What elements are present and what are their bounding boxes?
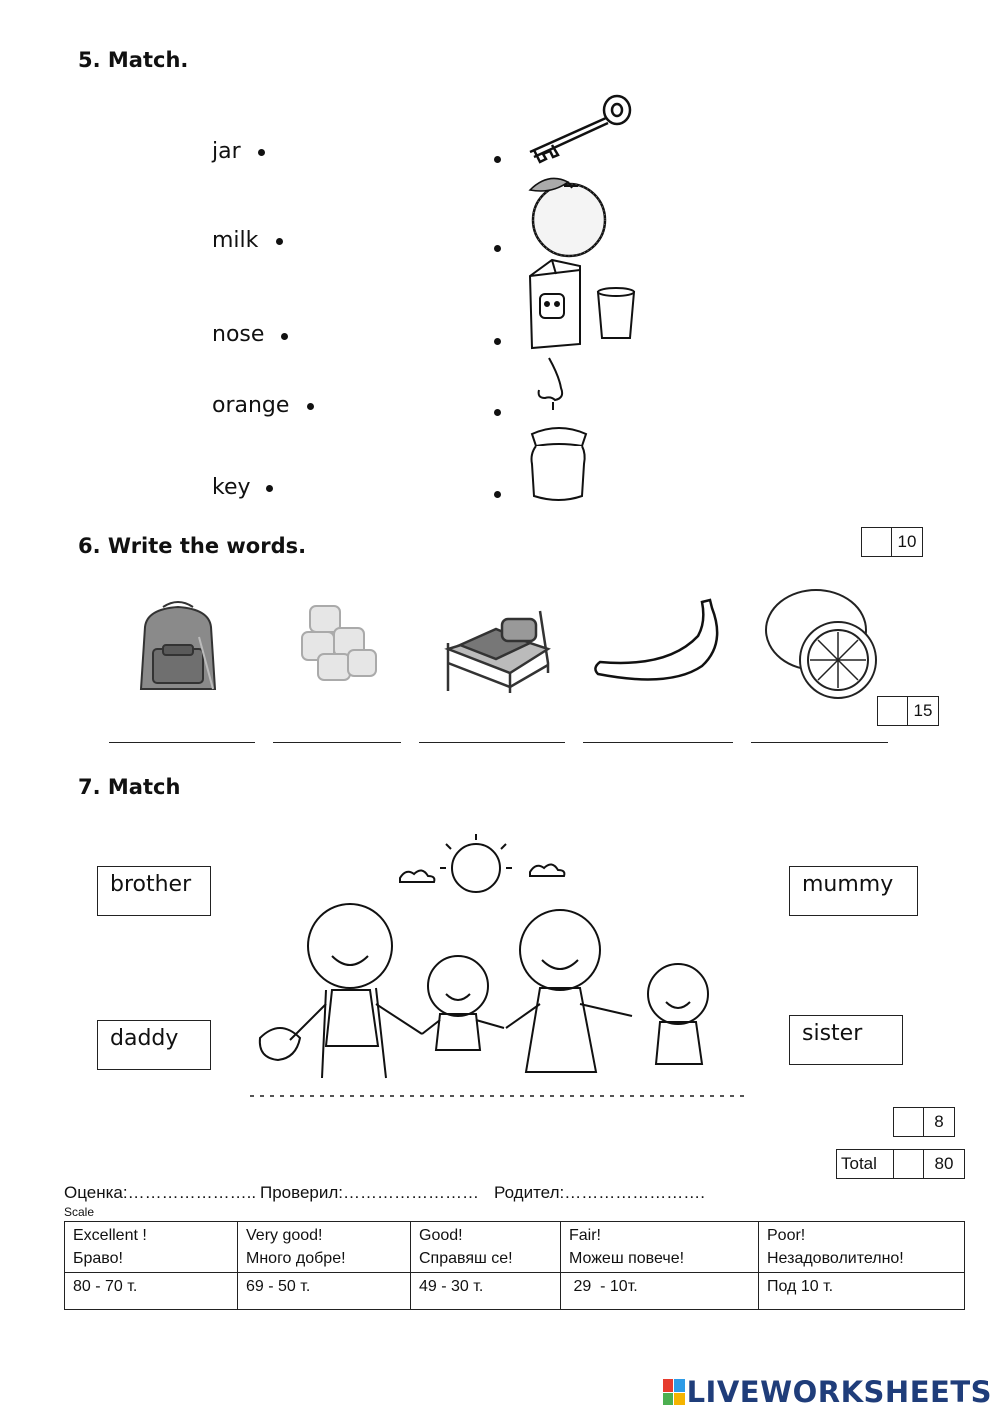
table-row: Excellent ! Браво! Very good! Много добре!…	[64, 1221, 965, 1273]
answer-line[interactable]	[583, 742, 733, 743]
logo-square	[662, 1379, 674, 1392]
scale-en-label: Fair!	[569, 1227, 601, 1244]
milk-picture	[528, 258, 636, 350]
score-box-section6: 15	[877, 696, 939, 726]
scale-label: Scale	[64, 1205, 95, 1219]
answer-line[interactable]	[273, 742, 401, 743]
logo-square	[662, 1392, 674, 1405]
scale-bg-label: Можеш повече!	[569, 1250, 685, 1267]
match-dot-right[interactable]	[494, 245, 501, 252]
score-max: 8	[934, 1112, 944, 1131]
table-cell: Excellent ! Браво!	[64, 1221, 238, 1273]
match-dot-right[interactable]	[494, 491, 501, 498]
score-input[interactable]	[862, 528, 892, 556]
match-word-jar: jar	[212, 139, 241, 164]
answer-line[interactable]	[109, 742, 255, 743]
table-cell: 49 - 30 т.	[410, 1272, 561, 1310]
match-word-orange: orange	[212, 393, 290, 418]
label-daddy[interactable]: daddy	[97, 1020, 211, 1070]
table-cell: Под 10 т.	[758, 1272, 965, 1310]
match-word-key: key	[212, 475, 251, 500]
match-dot-left[interactable]	[258, 149, 265, 156]
ice-cubes-picture	[301, 605, 377, 681]
scale-bg-label: Справяш се!	[419, 1250, 513, 1267]
score-max: 10	[897, 532, 917, 551]
total-input[interactable]	[894, 1150, 924, 1178]
answer-line[interactable]	[419, 742, 565, 743]
logo-square	[674, 1379, 685, 1392]
jar-picture	[530, 427, 588, 501]
logo-text: LIVEWORKSHEETS	[686, 1375, 992, 1409]
liveworksheets-logo[interactable]: LIVEWORKSHEETS	[662, 1375, 992, 1409]
table-cell: Very good! Много добре!	[237, 1221, 411, 1273]
match-word-nose: nose	[212, 322, 265, 347]
match-dot-right[interactable]	[494, 156, 501, 163]
label-sister[interactable]: sister	[789, 1015, 903, 1065]
label-mummy[interactable]: mummy	[789, 866, 918, 916]
table-cell: Good! Справяш се!	[410, 1221, 561, 1273]
scale-en-label: Poor!	[767, 1227, 806, 1244]
scale-bg-label: Много добре!	[246, 1250, 346, 1267]
total-max: 80	[934, 1154, 954, 1173]
score-box-section5: 10	[861, 527, 923, 557]
match-dot-left[interactable]	[307, 403, 314, 410]
family-picture	[250, 834, 750, 1097]
total-score-box: Total 80	[836, 1149, 965, 1179]
grade-field: Оценка:…………………..	[64, 1183, 257, 1202]
match-dot-left[interactable]	[276, 238, 283, 245]
score-input[interactable]	[894, 1108, 924, 1136]
bed-picture	[444, 610, 551, 693]
match-dot-left[interactable]	[266, 485, 273, 492]
match-dot-right[interactable]	[494, 338, 501, 345]
table-cell: Fair! Можеш повече!	[560, 1221, 759, 1273]
match-word-milk: milk	[212, 228, 259, 253]
score-input[interactable]	[878, 697, 908, 725]
nose-picture	[537, 357, 564, 410]
section7-title: 7. Match	[78, 775, 181, 799]
match-dot-left[interactable]	[281, 333, 288, 340]
orange-picture	[528, 177, 607, 258]
total-label: Total	[837, 1150, 894, 1178]
table-cell: 29 - 10т.	[560, 1272, 759, 1310]
scale-bg-label: Незадоволително!	[767, 1250, 904, 1267]
scale-en-label: Good!	[419, 1227, 463, 1244]
logo-icon	[662, 1379, 685, 1405]
section6-title: 6. Write the words.	[78, 534, 307, 558]
banana-picture	[594, 598, 719, 681]
table-row: 80 - 70 т. 69 - 50 т. 49 - 30 т. 29 - 10…	[64, 1272, 965, 1310]
backpack-picture	[139, 601, 217, 690]
score-box-section7: 8	[893, 1107, 955, 1137]
table-cell: 69 - 50 т.	[237, 1272, 411, 1310]
scale-table: Excellent ! Браво! Very good! Много добре!…	[64, 1221, 965, 1310]
label-brother[interactable]: brother	[97, 866, 211, 916]
table-cell: Poor! Незадоволително!	[758, 1221, 965, 1273]
match-dot-right[interactable]	[494, 409, 501, 416]
lemon-picture	[765, 589, 877, 699]
checked-field: Проверил:……………………	[260, 1183, 480, 1202]
answer-line[interactable]	[751, 742, 888, 743]
section5-title: 5. Match.	[78, 48, 189, 72]
parent-field: Родител:…………………….	[494, 1183, 705, 1202]
key-picture	[529, 94, 632, 164]
scale-en-label: Excellent !	[73, 1227, 147, 1244]
table-cell: 80 - 70 т.	[64, 1272, 238, 1310]
score-max: 15	[913, 701, 933, 720]
scale-bg-label: Браво!	[73, 1250, 123, 1267]
scale-en-label: Very good!	[246, 1227, 323, 1244]
logo-square	[674, 1392, 685, 1405]
